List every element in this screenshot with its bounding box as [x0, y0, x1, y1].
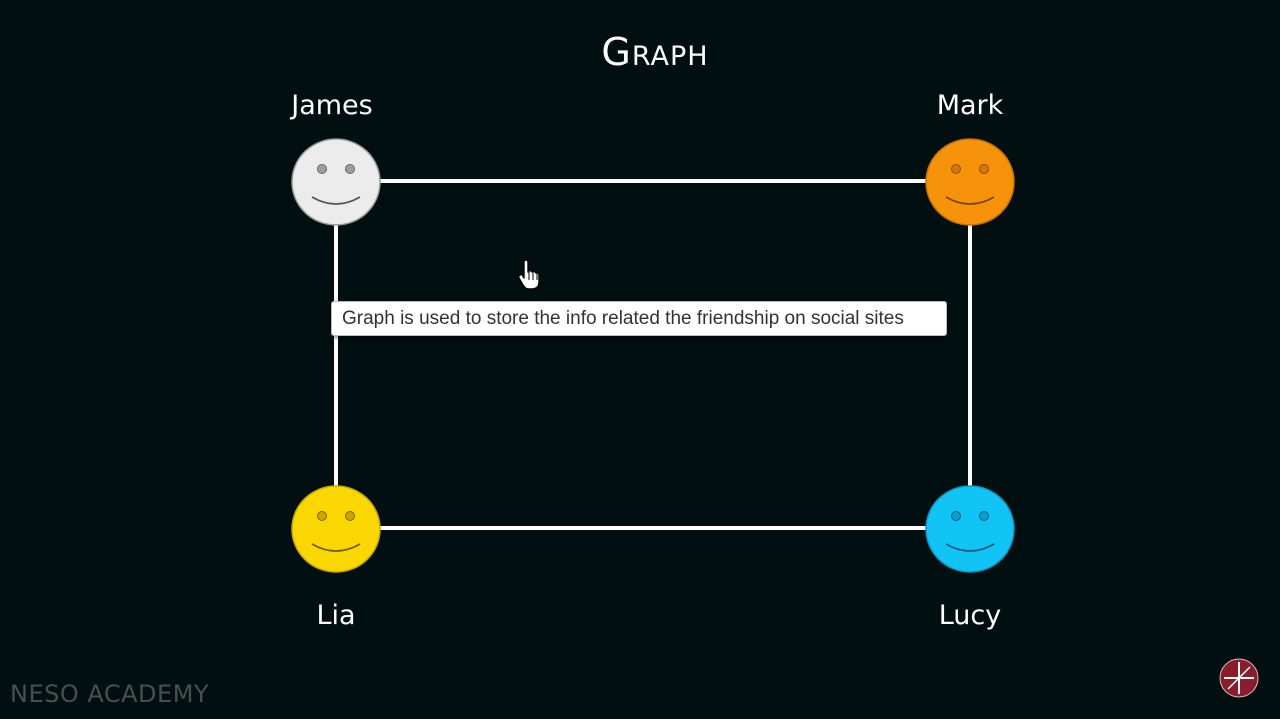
- node-lia-circle: [291, 485, 381, 573]
- edge-lia-lucy: [380, 526, 928, 530]
- node-label-mark: Mark: [936, 90, 1004, 121]
- diagram-title: Graph: [601, 30, 709, 74]
- node-label-james: James: [291, 90, 373, 121]
- neso-logo-icon: [1219, 658, 1259, 698]
- tooltip-text: Graph is used to store the info related …: [331, 301, 947, 336]
- edge-james-lia: [334, 225, 338, 487]
- edge-james-mark: [380, 179, 928, 183]
- node-james-smiley-icon: [291, 138, 381, 226]
- node-mark-smiley-icon: [925, 138, 1015, 226]
- node-lucy-circle: [925, 485, 1015, 573]
- node-lucy-smiley-icon: [925, 485, 1015, 573]
- node-james-circle: [291, 138, 381, 226]
- hand-cursor-icon: [517, 259, 540, 290]
- edge-mark-lucy: [968, 225, 972, 487]
- node-mark-circle: [925, 138, 1015, 226]
- node-label-lia: Lia: [316, 600, 356, 631]
- watermark-text: NESO ACADEMY: [10, 680, 210, 708]
- node-label-lucy: Lucy: [938, 600, 1002, 631]
- node-lia-smiley-icon: [291, 485, 381, 573]
